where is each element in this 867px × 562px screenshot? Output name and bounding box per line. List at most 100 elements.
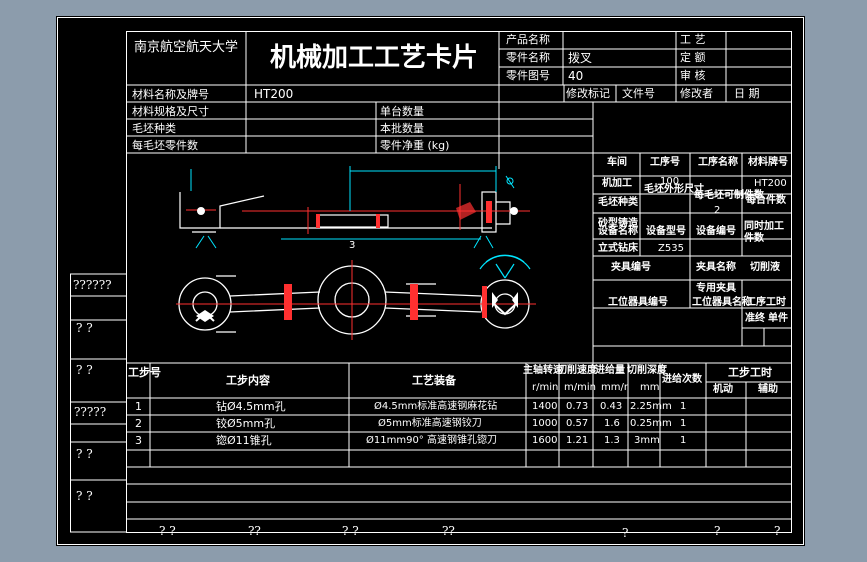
st-row3-feed: 1.3: [604, 435, 620, 446]
footer-label-3: ? ?: [342, 524, 359, 538]
rt-casting-label: 砂型铸造: [598, 218, 638, 229]
rt-simul-parts-label: 同时加工件数: [744, 221, 784, 244]
st-row3-no: 3: [135, 434, 142, 447]
material-label: 材料名称及牌号: [132, 88, 209, 101]
st-row2-speed: 0.57: [566, 418, 589, 429]
rt-header-workshop: 车间: [607, 157, 627, 168]
st-row3-spindle: 1600: [532, 435, 558, 446]
st-row3-equipment: Ø11mm90° 高速钢锥孔锪刀: [366, 435, 497, 446]
rt-drill-model: Z535: [658, 243, 684, 254]
rt-drill-press: 立式钻床: [598, 243, 638, 254]
footer-label-4: ??: [442, 524, 455, 538]
st-header-equipment: 工艺装备: [412, 374, 456, 387]
material-value: HT200: [254, 87, 294, 101]
st-row2-equipment: Ø5mm标准高速钢铰刀: [378, 418, 482, 429]
rt-station-no-label: 工位器具编号: [608, 297, 668, 308]
batch-qty-label: 本批数量: [380, 122, 424, 135]
rt-fixture-name-value: 专用夹具: [696, 283, 736, 294]
rt-header-material: 材料牌号: [748, 157, 788, 168]
rt-equip-model-label: 设备型号: [646, 226, 686, 237]
st-row1-feed: 0.43: [600, 401, 623, 412]
part-name-label: 零件名称: [506, 51, 550, 64]
rt-per-blank-label: 每毛坯可制件数: [694, 190, 764, 201]
part-name-value: 拨叉: [568, 51, 593, 65]
rt-per-unit-label: 每台件数: [746, 195, 786, 206]
st-row2-depth: 0.25mm: [630, 418, 672, 429]
st-row3-content: 锪Ø11锥孔: [216, 434, 272, 447]
st-row3-speed: 1.21: [566, 435, 589, 446]
part-drawing: [176, 166, 536, 340]
side-label-5: ? ?: [76, 447, 93, 461]
rt-unit-time-label: 单件: [768, 313, 788, 324]
rt-header-op-no: 工序号: [650, 157, 680, 168]
date-label: 日 期: [734, 87, 760, 100]
side-label-3: ? ?: [76, 363, 93, 377]
dimension-label: 3: [349, 240, 356, 251]
st-header-speed-unit: m/min: [564, 382, 596, 393]
st-row2-spindle: 1000: [532, 418, 558, 429]
st-header-time-machine: 机动: [713, 384, 733, 395]
st-row2-feed: 1.6: [604, 418, 620, 429]
rt-op-time-label: 工序工时: [746, 297, 786, 308]
st-row1-content: 钻Ø4.5mm孔: [216, 400, 286, 413]
unit-qty-label: 单台数量: [380, 105, 424, 118]
footer-label-2: ??: [248, 524, 261, 538]
st-header-time: 工步工时: [728, 366, 772, 379]
blank-type-label: 毛坯种类: [132, 122, 176, 135]
process-card-sheet: 南京航空航天大学 机械加工工艺卡片 产品名称 零件名称 拨叉 零件图号 40 工…: [56, 16, 805, 546]
footer-label-7: ?: [774, 524, 781, 538]
frame-lines: [57, 17, 804, 545]
rt-header-op-name: 工序名称: [698, 157, 738, 168]
st-header-time-aux: 辅助: [758, 384, 778, 395]
review-label: 审 核: [680, 69, 706, 82]
footer-label-1: ? ?: [159, 524, 176, 538]
st-header-spindle: 主轴转速: [523, 365, 563, 376]
st-row1-depth: 2.25mm: [630, 401, 672, 412]
rt-station-name-label: 工位器具名称: [692, 297, 752, 308]
spec-label: 材料规格及尺寸: [132, 105, 209, 118]
blank-parts-label: 每毛坯零件数: [132, 139, 198, 152]
st-header-spindle-unit: r/min: [532, 382, 559, 393]
st-header-step-no: 工步号: [128, 366, 161, 379]
st-row2-no: 2: [135, 417, 142, 430]
st-row2-passes: 1: [680, 418, 687, 429]
rt-fixture-name-label: 夹具名称: [696, 262, 736, 273]
process-label: 工 艺: [680, 33, 706, 46]
st-header-feed-unit: mm/r: [601, 382, 628, 393]
st-header-speed: 切削速度: [557, 365, 597, 376]
st-header-depth: 切削深度: [627, 365, 667, 376]
modifier-label: 修改者: [680, 87, 713, 100]
rt-equip-no-label: 设备编号: [696, 226, 736, 237]
st-row2-content: 铰Ø5mm孔: [216, 417, 276, 430]
st-row3-depth: 3mm: [634, 435, 660, 446]
rt-blank-type-label: 毛坯种类: [598, 197, 638, 208]
rt-per-blank-value: 2: [714, 205, 721, 216]
revision-mark-label: 修改标记: [566, 87, 610, 100]
rt-op-no-value: 100: [660, 176, 680, 187]
side-label-6: ? ?: [76, 489, 93, 503]
side-label-4: ?????: [74, 405, 107, 419]
rt-prep-time-label: 准终: [745, 313, 765, 324]
rt-blank-size: 毛坯外形尺寸: [644, 184, 704, 195]
card-title: 机械加工工艺卡片: [270, 43, 479, 73]
fix-label: 定 额: [680, 51, 706, 64]
rt-coolant-label: 切削液: [750, 262, 780, 273]
rt-workshop-value: 机加工: [602, 178, 632, 189]
document-no-label: 文件号: [622, 87, 655, 100]
st-header-passes: 进给次数: [662, 374, 702, 385]
st-header-depth-unit: mm: [640, 382, 660, 393]
net-weight-label: 零件净重 (kg): [380, 139, 450, 152]
rt-material-value: HT200: [754, 178, 787, 189]
rt-fixture-no-label: 夹具编号: [611, 262, 651, 273]
side-label-1: ??????: [73, 278, 112, 292]
footer-label-5: ?: [622, 526, 629, 540]
st-row1-passes: 1: [680, 401, 687, 412]
product-name-label: 产品名称: [506, 33, 550, 46]
st-row1-spindle: 1400: [532, 401, 558, 412]
st-header-feed: 进给量: [595, 365, 625, 376]
rt-equip-name-label: 设备名称: [598, 226, 638, 237]
part-no-label: 零件图号: [506, 69, 550, 82]
st-row1-no: 1: [135, 400, 142, 413]
st-header-content: 工步内容: [226, 374, 270, 387]
st-row1-equipment: Ø4.5mm标准高速钢麻花钻: [374, 401, 498, 412]
